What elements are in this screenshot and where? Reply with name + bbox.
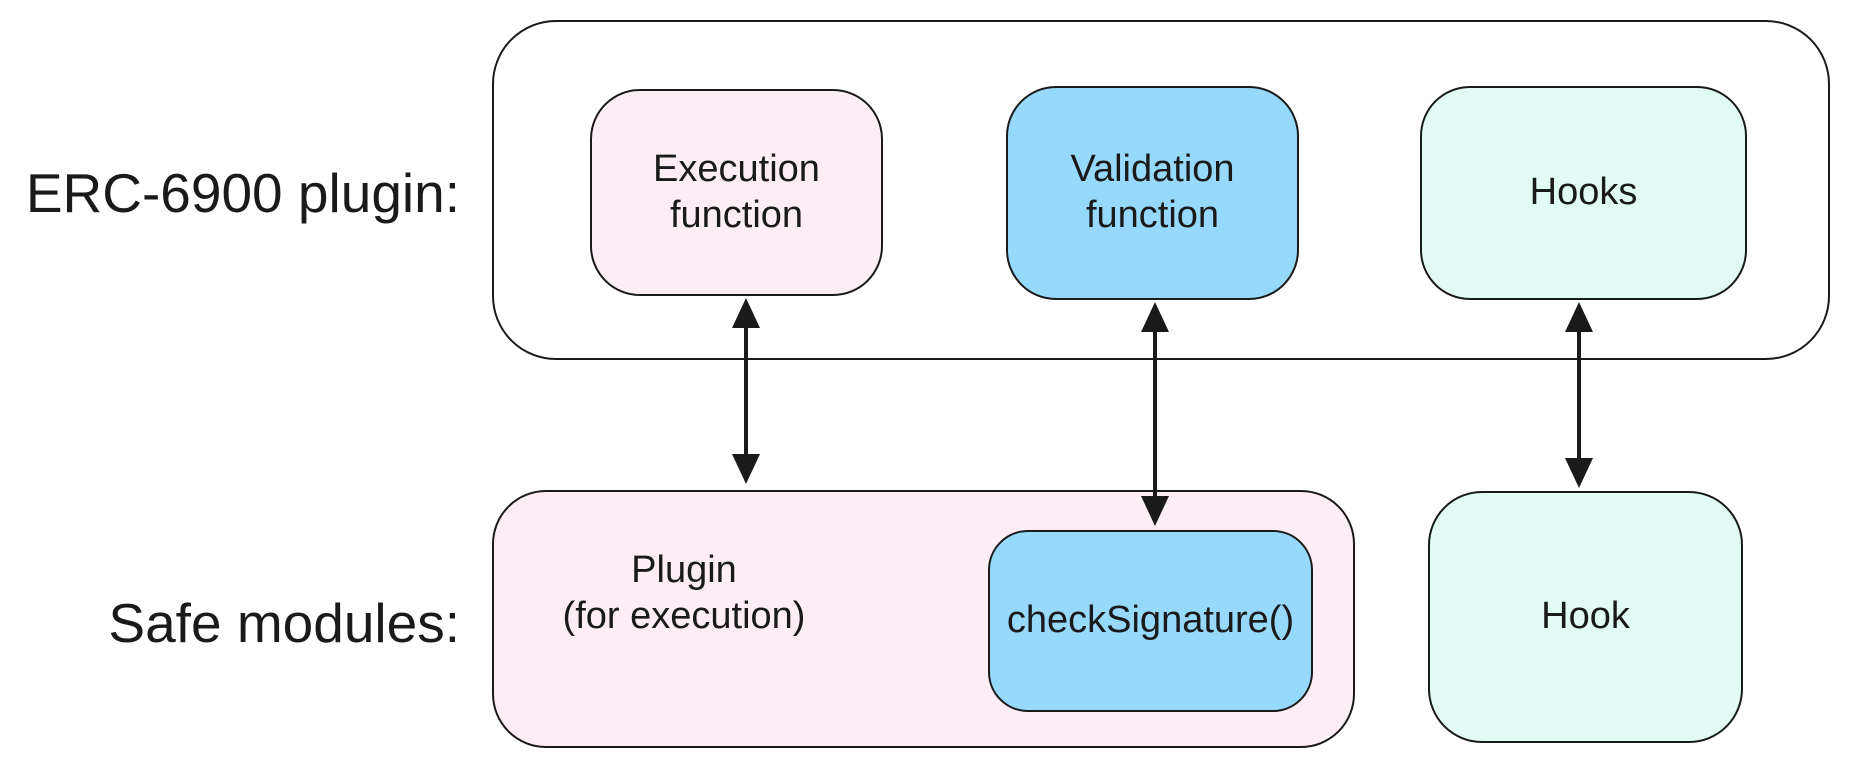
- check-signature-box: checkSignature(): [988, 530, 1313, 712]
- validation-function-line-2: function: [1085, 194, 1220, 236]
- hooks-label: Hooks: [1529, 171, 1638, 214]
- hook-box: Hook: [1428, 491, 1743, 743]
- erc-6900-plugin-label: ERC-6900 plugin:: [25, 162, 460, 224]
- safe-modules-label: Safe modules:: [108, 592, 460, 654]
- plugin-label-line-1: Plugin: [631, 549, 737, 591]
- hooks-box: Hooks: [1420, 86, 1747, 300]
- plugin-for-execution-label: Plugin (for execution): [534, 548, 834, 639]
- execution-function-line-2: function: [669, 193, 804, 236]
- check-signature-label: checkSignature(): [1006, 599, 1295, 642]
- hook-label: Hook: [1541, 595, 1630, 638]
- validation-function-line-1: Validation: [1070, 148, 1235, 191]
- execution-function-line-1: Execution: [653, 147, 820, 190]
- validation-function-box: Validation function: [1006, 86, 1299, 300]
- execution-function-box: Execution function: [590, 89, 883, 296]
- plugin-label-line-2: (for execution): [562, 594, 806, 637]
